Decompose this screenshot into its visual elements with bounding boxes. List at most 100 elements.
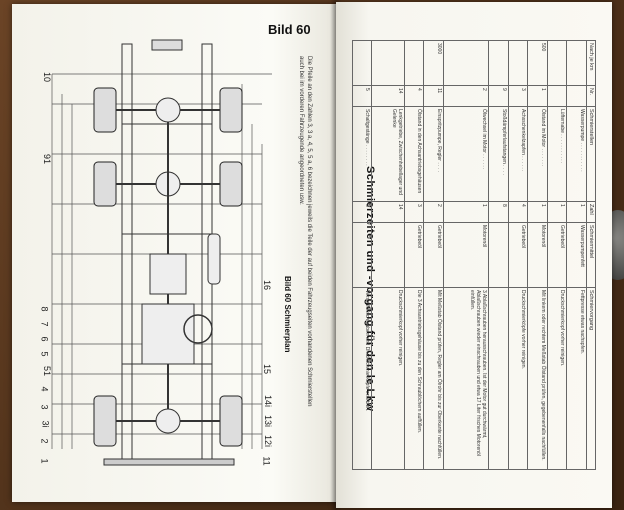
cell-vorgang xyxy=(489,287,509,470)
cell-vorgang: Die 3 Achsantriebsgehäuse bis zu den Sch… xyxy=(404,287,424,470)
cell-vorgang: Mit linkem oder rechtem Meßstab Ölstand … xyxy=(528,287,548,470)
bumper xyxy=(103,458,235,466)
cell-nr xyxy=(547,85,567,107)
col-header-km: Nach je km xyxy=(586,40,596,86)
table-body: Wasserpumpe . . . . . . . . . . . 1 Wass… xyxy=(352,40,587,470)
cell-km xyxy=(352,40,372,86)
cell-nr: 2 xyxy=(443,85,489,107)
cell-mittel xyxy=(489,222,509,288)
cell-stelle: Ölstand im Motor . . . . . . . xyxy=(528,106,548,202)
table-row: 2 Ölwechsel im Motor . . . . . . 1 Motor… xyxy=(443,40,489,470)
cell-mittel xyxy=(372,222,405,288)
cell-stelle: Einspritzpumpe, Regler . . . . xyxy=(424,106,444,202)
cell-zahl: 14 xyxy=(372,201,405,223)
figure-label: Bild 60 xyxy=(268,22,311,37)
callout-number: 7 xyxy=(39,321,50,327)
left-page: Bild 60 Die Pfeile an den Zahlen 3, 3 a,… xyxy=(12,4,338,502)
table-row: 500 1 Ölstand im Motor . . . . . . . 1 M… xyxy=(528,40,548,470)
cell-vorgang: Druckschmierköpfe vorher reinigen. xyxy=(508,287,528,470)
cell-stelle: Lenkgetriebe, Zwischenhebellager und Gel… xyxy=(372,106,405,202)
callout-number: 3i xyxy=(40,420,51,428)
col-header-zahl: Zahl xyxy=(586,201,596,223)
steering-wheel xyxy=(183,314,213,344)
cell-stelle: Schaltgestänge . . . . . . . . xyxy=(352,106,372,202)
cell-mittel: Motorenöl xyxy=(528,222,548,288)
cell-stelle: Stoßdämpferlaufstangen . . . . xyxy=(489,106,509,202)
callout-number: 11 xyxy=(261,456,272,466)
cell-zahl: 2 xyxy=(424,201,444,223)
cell-zahl: 1 xyxy=(547,201,567,223)
cell-nr: 5 xyxy=(352,85,372,107)
cell-nr: 1 xyxy=(528,85,548,107)
cell-nr: 14 xyxy=(372,85,405,107)
table-row: 9 Stoßdämpferlaufstangen . . . . 8 xyxy=(489,40,509,470)
cell-stelle: Achsschenkelzapfen . . . . . . xyxy=(508,106,528,202)
table-row: 14 Lenkgetriebe, Zwischenhebellager und … xyxy=(372,40,405,470)
callout-number: 8 xyxy=(39,306,50,312)
callout-number: 16 xyxy=(262,279,273,291)
cell-zahl: 3 xyxy=(404,201,424,223)
callout-number: 6 xyxy=(39,336,50,342)
cell-mittel: Getriebeöl xyxy=(404,222,424,288)
cell-zahl: 8 xyxy=(352,201,372,223)
cell-km xyxy=(547,40,567,86)
cell-km xyxy=(404,40,424,86)
engine xyxy=(141,303,195,365)
table-row: 3000 11 Einspritzpumpe, Regler . . . . 2… xyxy=(424,40,444,470)
cell-vorgang: Verschlußschrauben und Druckschmierköpfe… xyxy=(352,287,372,470)
cell-km xyxy=(489,40,509,86)
fuel-tank xyxy=(207,233,221,285)
lubrication-table: Nach je km Nr. Schmierstellen Zahl Schmi… xyxy=(352,40,596,470)
cell-nr xyxy=(567,85,587,107)
cell-mittel: Getriebeöl xyxy=(508,222,528,288)
cell-zahl: 1 xyxy=(443,201,489,223)
cell-km: 500 xyxy=(528,40,548,86)
chassis-diagram xyxy=(51,39,272,466)
cell-nr: 9 xyxy=(489,85,509,107)
cell-mittel: Wasserpumpenfett xyxy=(567,222,587,288)
cell-stelle: Ölwechsel im Motor . . . . . . xyxy=(443,106,489,202)
callout-number: 51 xyxy=(42,365,53,377)
cell-stelle: Wasserpumpe . . . . . . . . . . . xyxy=(567,106,587,202)
callout-number: 5 xyxy=(39,351,50,357)
callout-number: 10 xyxy=(42,71,53,83)
cell-vorgang: 3 Ablaßschrauben herausschrauben. Ist de… xyxy=(443,287,489,470)
table-row: 4 Ölstand in den Achsantriebsgehäusen 3 … xyxy=(404,40,424,470)
callout-number: 12i xyxy=(263,434,274,448)
cell-km: 3000 xyxy=(424,40,444,86)
callout-number: 1 xyxy=(39,458,50,464)
cell-km xyxy=(508,40,528,86)
cell-nr: 3 xyxy=(508,85,528,107)
cell-vorgang: Druckschmierkopf vorher reinigen. xyxy=(372,287,405,470)
col-header-nr: Nr. xyxy=(586,85,596,107)
cell-km xyxy=(372,40,405,86)
table-row: 3 Achsschenkelzapfen . . . . . . 4 Getri… xyxy=(508,40,528,470)
callout-number: 14i xyxy=(263,394,274,408)
cell-km xyxy=(567,40,587,86)
cell-stelle: Lüfternabe . . . . . . . . . . . xyxy=(547,106,567,202)
cell-zahl: 1 xyxy=(567,201,587,223)
cell-mittel xyxy=(352,222,372,288)
col-header-stelle: Schmierstellen xyxy=(586,106,596,202)
callout-number: 4 xyxy=(39,386,50,392)
callout-number: 91 xyxy=(42,153,53,165)
cell-km xyxy=(443,40,489,86)
table-row: Wasserpumpe . . . . . . . . . . . 1 Wass… xyxy=(567,40,587,470)
gearbox xyxy=(149,253,187,295)
cell-nr: 11 xyxy=(424,85,444,107)
cell-vorgang: Mit Meßstab Ölstand prüfen, Regler am Öl… xyxy=(424,287,444,470)
lubrication-table-wrap: Nach je km Nr. Schmierstellen Zahl Schmi… xyxy=(352,40,596,500)
table-row: 5 Schaltgestänge . . . . . . . . 8 Versc… xyxy=(352,40,372,470)
cell-zahl: 4 xyxy=(508,201,528,223)
cell-mittel: Getriebeöl xyxy=(424,222,444,288)
cell-vorgang: Druckschmierkopf vorher reinigen. xyxy=(547,287,567,470)
cell-vorgang: Fettpresse etwas nachspfen. xyxy=(567,287,587,470)
cell-nr: 4 xyxy=(404,85,424,107)
callout-number: 3 xyxy=(39,404,50,410)
caption-title: Bild 60 Schmierplan xyxy=(283,276,292,353)
callout-number: 2 xyxy=(39,438,50,444)
table-header-row: Nach je km Nr. Schmierstellen Zahl Schmi… xyxy=(586,40,596,470)
table-row: Lüfternabe . . . . . . . . . . . 1 Getri… xyxy=(547,40,567,470)
cell-mittel: Getriebeöl xyxy=(547,222,567,288)
